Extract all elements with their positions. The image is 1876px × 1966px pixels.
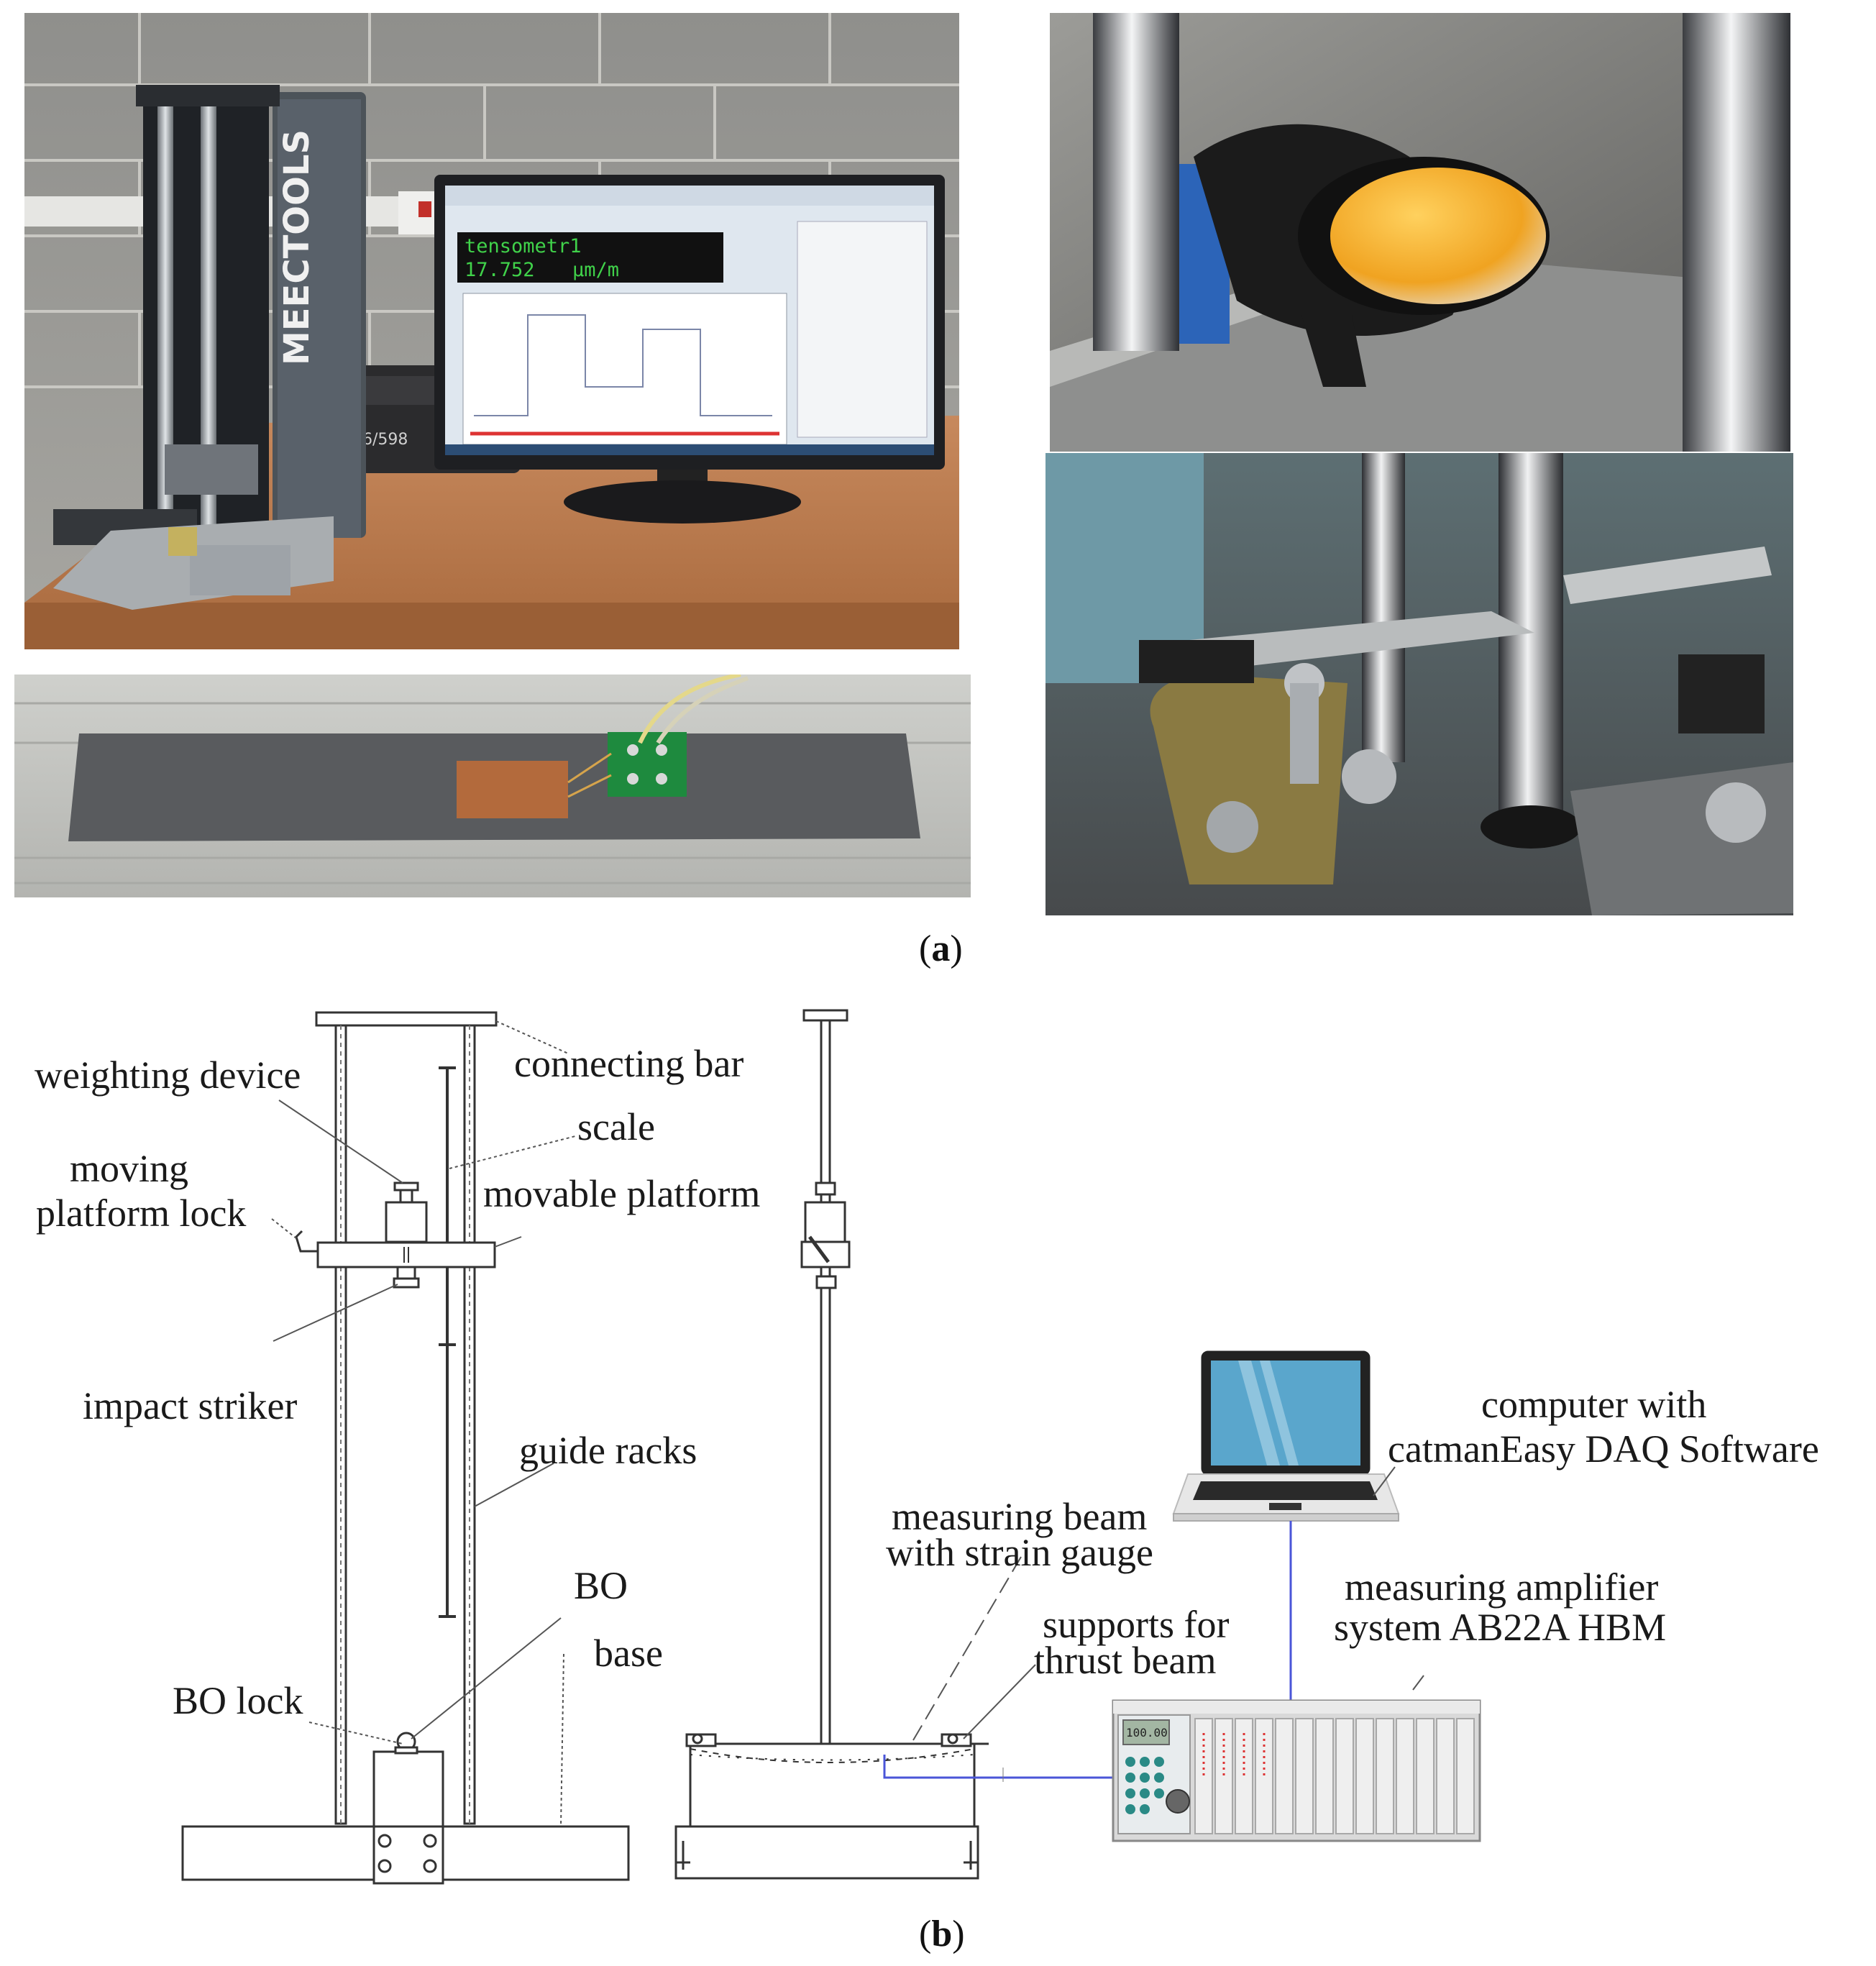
leader-weighting-device bbox=[278, 1099, 403, 1184]
caption-a: (a) bbox=[919, 928, 963, 969]
photo-strain-gauge-beam bbox=[14, 675, 971, 897]
leader-supports bbox=[963, 1664, 1036, 1739]
label-bo-lock: BO lock bbox=[173, 1679, 303, 1722]
label-amplifier-system: system AB22A HBM bbox=[1334, 1606, 1667, 1649]
connecting-bar-shape bbox=[315, 1011, 498, 1027]
leader-movable-platform bbox=[494, 1236, 522, 1248]
monitor-unit: µm/m bbox=[572, 259, 619, 281]
label-measuring-beam: measuring beam bbox=[892, 1495, 1148, 1538]
leader-guide-racks bbox=[474, 1463, 554, 1507]
photo-drop-tester: 6/598 tensometr1 17.752 µm/m MEECTOOLS bbox=[24, 13, 959, 649]
leader-base bbox=[560, 1653, 564, 1827]
photo-beam-supports bbox=[1045, 453, 1793, 915]
label-computer-with: computer with bbox=[1481, 1383, 1707, 1426]
measuring-beam-shape bbox=[690, 1748, 975, 1763]
label-weighting-device: weighting device bbox=[35, 1053, 301, 1097]
label-connecting-bar: connecting bar bbox=[514, 1042, 744, 1085]
photo-kernel-holder bbox=[1050, 13, 1790, 452]
movable-platform-shape bbox=[316, 1241, 496, 1268]
monitor-value: 17.752 bbox=[465, 259, 535, 281]
leader-measuring-beam bbox=[912, 1556, 1022, 1741]
label-catmaneasy: catmanEasy DAQ Software bbox=[1388, 1427, 1819, 1471]
leader-connecting-bar bbox=[495, 1020, 569, 1054]
leader-impact-striker bbox=[273, 1284, 398, 1342]
schematic-diagram: 100.00 bbox=[181, 1009, 1481, 1885]
leader-bo bbox=[411, 1617, 562, 1739]
label-impact-striker: impact striker bbox=[83, 1384, 298, 1427]
signal-wire bbox=[883, 1755, 1118, 1779]
label-with-strain-gauge: with strain gauge bbox=[886, 1531, 1153, 1574]
label-bo: BO bbox=[574, 1564, 628, 1607]
leader-amplifier bbox=[1412, 1675, 1424, 1691]
label-base: base bbox=[594, 1632, 663, 1675]
side-guide-rack bbox=[820, 1019, 831, 1828]
platform-lock-handle bbox=[295, 1230, 318, 1253]
serial-mark: 6/598 bbox=[362, 431, 408, 449]
leader-computer bbox=[1373, 1466, 1396, 1496]
amplifier-display: 100.00 bbox=[1126, 1726, 1168, 1739]
leader-platform-lock bbox=[271, 1218, 297, 1239]
label-scale: scale bbox=[577, 1105, 655, 1148]
brand-text: MEECTOOLS bbox=[277, 129, 317, 365]
leader-bo-lock bbox=[308, 1722, 403, 1745]
weighting-device-shape bbox=[385, 1201, 428, 1243]
label-measuring-amplifier: measuring amplifier bbox=[1345, 1565, 1659, 1609]
label-guide-racks: guide racks bbox=[519, 1429, 697, 1472]
monitor-channel: tensometr1 bbox=[465, 235, 582, 257]
laptop-computer bbox=[1172, 1350, 1400, 1522]
label-moving: moving bbox=[70, 1147, 189, 1190]
amplifier-unit bbox=[1112, 1699, 1481, 1842]
label-movable-platform: movable platform bbox=[483, 1172, 761, 1215]
label-platform-lock: platform lock bbox=[36, 1192, 247, 1235]
caption-b: (b) bbox=[919, 1914, 965, 1954]
label-supports-for: supports for bbox=[1043, 1603, 1230, 1646]
leader-scale bbox=[449, 1135, 576, 1169]
label-thrust-beam: thrust beam bbox=[1034, 1639, 1217, 1682]
